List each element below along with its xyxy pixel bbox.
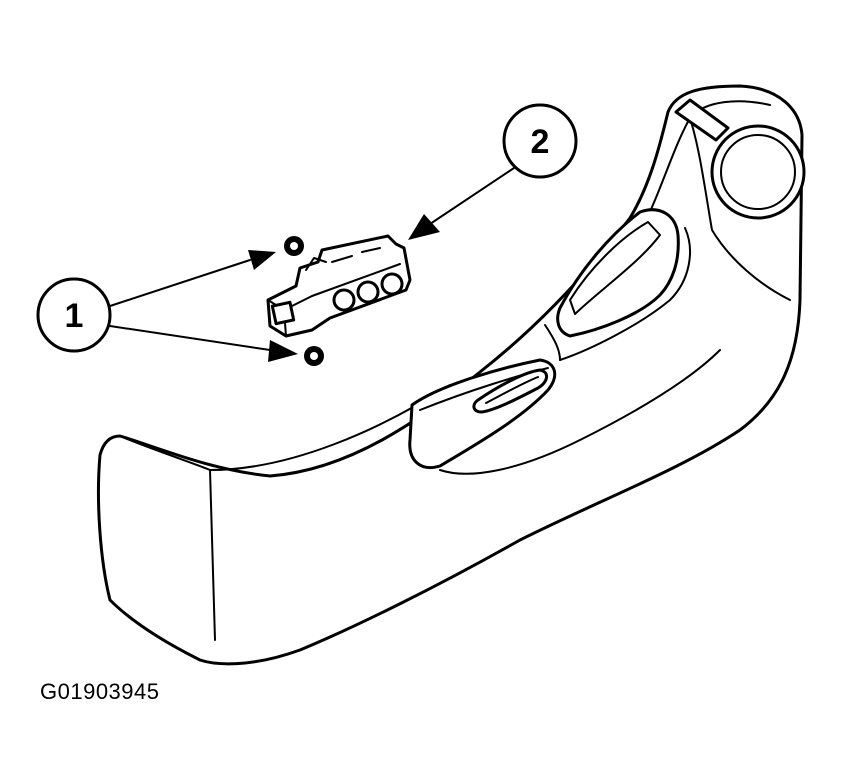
screw-lower	[304, 346, 324, 366]
figure-id: G01903945	[40, 679, 160, 704]
seat-side-shield	[96, 84, 806, 666]
callout-2-label: 2	[531, 123, 550, 161]
screw-upper	[284, 236, 304, 256]
callout-1: 1	[36, 250, 298, 362]
callout-1-label: 1	[65, 297, 84, 335]
callout-2: 2	[408, 103, 578, 240]
seat-switch	[266, 234, 412, 338]
